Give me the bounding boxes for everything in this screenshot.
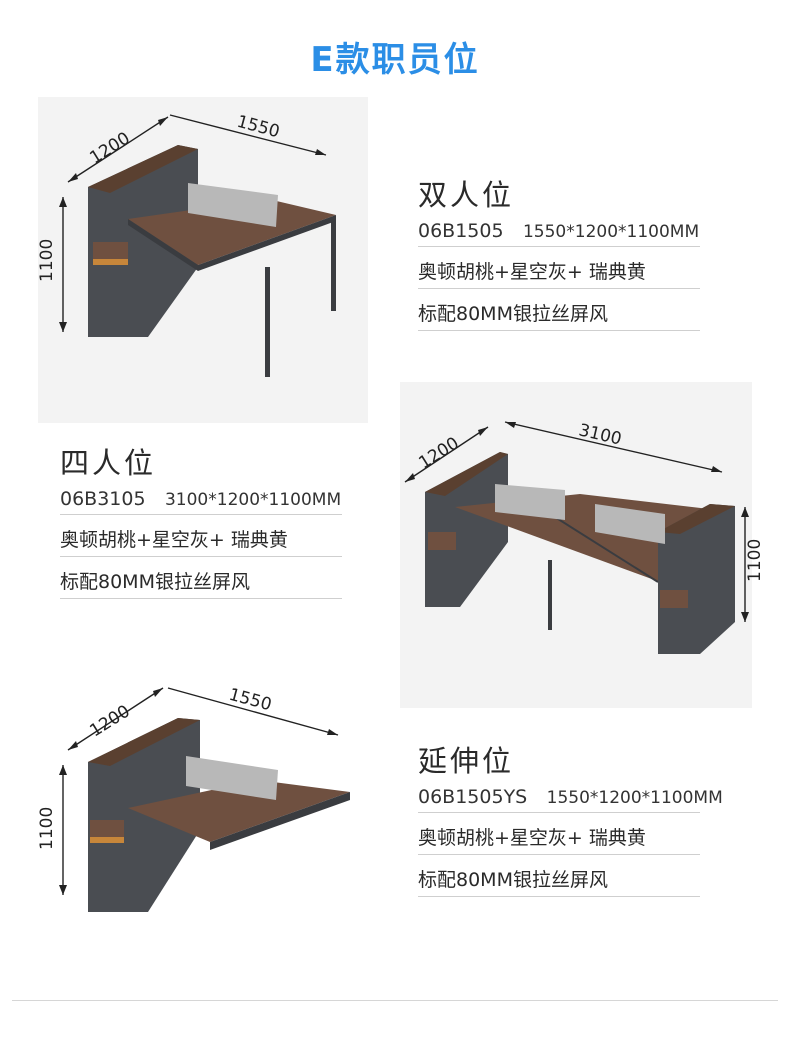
page-title: E款职员位 bbox=[310, 40, 480, 80]
double-desk-illustration: 1200 1550 1100 bbox=[37, 112, 336, 377]
color-line: 奥顿胡桃+星空灰+ 瑞典黄 bbox=[418, 813, 700, 855]
dim-height: 1100 bbox=[37, 807, 57, 850]
product-name: 双人位 bbox=[418, 178, 515, 212]
spec-block-double: 双人位 06B1505 1550*1200*1100MM 奥顿胡桃+星空灰+ 瑞… bbox=[418, 172, 700, 331]
model-code: 06B1505 bbox=[418, 220, 504, 242]
dim-depth: 1200 bbox=[86, 128, 133, 168]
dim-depth: 1200 bbox=[86, 701, 133, 741]
extension-desk-illustration: 1200 1550 1100 bbox=[37, 685, 350, 912]
dim-height: 1100 bbox=[37, 239, 57, 282]
product-image-double: 1200 1550 1100 bbox=[37, 97, 368, 423]
color-line: 奥顿胡桃+星空灰+ 瑞典黄 bbox=[60, 515, 342, 557]
model-row: 06B3105 3100*1200*1100MM bbox=[60, 488, 342, 515]
model-code: 06B3105 bbox=[60, 488, 146, 510]
product-image-four: 1200 3100 1100 bbox=[400, 382, 765, 708]
model-row: 06B1505YS 1550*1200*1100MM bbox=[418, 786, 723, 813]
product-name: 延伸位 bbox=[418, 744, 515, 778]
model-code: 06B1505YS bbox=[418, 786, 528, 808]
model-row: 06B1505 1550*1200*1100MM bbox=[418, 220, 700, 247]
product-image-extension: 1200 1550 1100 bbox=[37, 680, 368, 920]
product-name: 四人位 bbox=[60, 446, 157, 480]
color-line: 奥顿胡桃+星空灰+ 瑞典黄 bbox=[418, 247, 700, 289]
model-size: 1550*1200*1100MM bbox=[522, 222, 700, 242]
screen-line: 标配80MM银拉丝屏风 bbox=[418, 289, 700, 331]
model-size: 3100*1200*1100MM bbox=[164, 490, 342, 510]
dim-width: 3100 bbox=[577, 420, 624, 449]
model-size: 1550*1200*1100MM bbox=[546, 788, 723, 808]
spec-block-four: 四人位 06B3105 3100*1200*1100MM 奥顿胡桃+星空灰+ 瑞… bbox=[60, 440, 342, 599]
four-desk-illustration: 1200 3100 1100 bbox=[404, 420, 765, 654]
spec-block-extension: 延伸位 06B1505YS 1550*1200*1100MM 奥顿胡桃+星空灰+… bbox=[418, 738, 723, 897]
dim-height: 1100 bbox=[745, 539, 765, 582]
footer-divider bbox=[12, 1000, 778, 1001]
screen-line: 标配80MM银拉丝屏风 bbox=[418, 855, 700, 897]
screen-line: 标配80MM银拉丝屏风 bbox=[60, 557, 342, 599]
dim-depth: 1200 bbox=[415, 433, 462, 473]
